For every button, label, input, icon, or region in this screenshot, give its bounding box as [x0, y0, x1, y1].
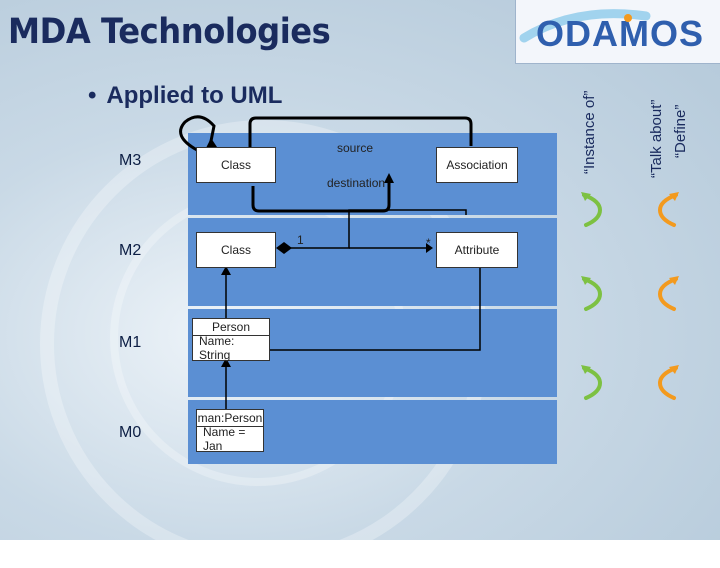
m2-attribute-arrowhead: [426, 243, 433, 253]
diagram-connectors: [179, 115, 481, 409]
define-label: “Define”: [672, 104, 689, 158]
svg-text:ODAMOS: ODAMOS: [536, 13, 704, 54]
talk-about-label: “Talk about”: [648, 99, 665, 178]
m1-person-box: Person: [192, 318, 270, 336]
bullet-item: • Applied to UML: [88, 82, 282, 110]
m0-man-box: man:Person: [196, 409, 264, 427]
m2-attribute-box: Attribute: [436, 232, 518, 268]
m2-association-line: [284, 209, 467, 249]
odamos-logo: ODAMOS: [515, 0, 720, 64]
m1-to-m2-arrowhead: [221, 266, 231, 275]
m2-attribute-to-m1-line: [270, 268, 481, 351]
define-arrow-m3-icon: [657, 192, 679, 227]
source-label: source: [337, 141, 374, 155]
level-label-m3: M3: [119, 152, 142, 169]
source-connector: [248, 116, 473, 147]
instance-of-label: “Instance of”: [581, 90, 598, 174]
destination-arrowhead: [384, 173, 394, 183]
m3-association-box: Association: [436, 147, 518, 183]
bullet-dot: •: [88, 82, 97, 109]
m0-name-box: Name = Jan: [196, 425, 264, 453]
destination-connector: [251, 183, 391, 213]
instance-arrow-m2-icon: [581, 276, 603, 311]
m3-class-box: Class: [196, 147, 276, 183]
level-label-m0: M0: [119, 424, 142, 441]
self-loop-arrow: [179, 115, 216, 152]
multiplicity-one: 1: [297, 233, 304, 247]
instance-arrow-m3-icon: [581, 192, 603, 227]
m0-to-m1-arrowhead: [221, 358, 231, 367]
define-arrow-m1-icon: [657, 365, 679, 400]
m2-class-box: Class: [196, 232, 276, 268]
aggregation-diamond: [276, 242, 292, 254]
slide-title: MDA Technologies: [8, 12, 331, 52]
bullet-text: Applied to UML: [106, 82, 283, 109]
level-label-m1: M1: [119, 334, 142, 351]
odamos-logo-graphic: ODAMOS: [519, 9, 704, 54]
instance-arrow-m1-icon: [581, 365, 603, 400]
destination-label: destination: [327, 176, 386, 190]
multiplicity-many: *: [426, 236, 431, 250]
m1-name-box: Name: String: [192, 334, 270, 362]
level-label-m2: M2: [119, 242, 142, 259]
define-arrow-m2-icon: [657, 276, 679, 311]
self-loop-arrowhead: [206, 138, 217, 148]
